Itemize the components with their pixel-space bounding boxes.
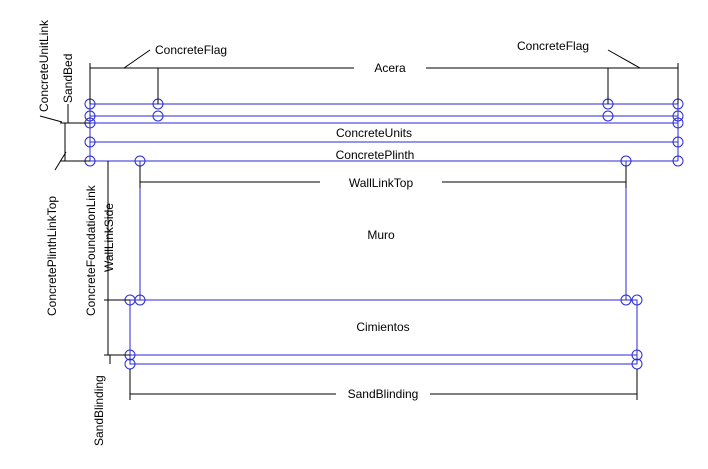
wall-link-side-label: WallLinkSide [102,203,116,272]
unitlink-leader [39,115,63,123]
node [84,110,96,122]
concrete-units-label: ConcreteUnits [336,126,412,140]
node [152,110,164,122]
plinthlinktop-leader [54,151,67,171]
node [631,294,643,306]
concrete-plinth-label: ConcretePlinth [336,148,415,162]
acera-label: Acera [374,61,406,75]
node [631,349,643,361]
node [620,294,632,306]
flag-leader-left [123,49,151,69]
concrete-foundation-link-label: ConcreteFoundationLink [84,184,98,316]
concrete-unit-link-label: ConcreteUnitLink [37,19,51,112]
muro-label: Muro [367,228,395,242]
labels: ConcreteFlag ConcreteFlag Acera Concrete… [37,19,589,446]
wall-link-top-label: WallLinkTop [349,176,414,190]
node [672,136,684,148]
node [602,110,614,122]
dimensions [39,49,679,400]
concrete-plinth-link-top-label: ConcretePlinthLinkTop [45,196,59,316]
sand-bed-label: SandBed [61,54,75,103]
concrete-flag-label-left: ConcreteFlag [155,43,227,57]
node [84,136,96,148]
concrete-flag-label-right: ConcreteFlag [517,39,589,53]
cimientos-label: Cimientos [356,320,409,334]
node [134,294,146,306]
node [672,110,684,122]
node [672,117,684,129]
flag-leader-right [607,49,641,69]
sand-blinding-dim-label: SandBlinding [348,387,419,401]
node [672,155,684,167]
sand-blinding-rect [129,354,638,365]
sand-blinding-side-label: SandBlinding [92,375,106,446]
